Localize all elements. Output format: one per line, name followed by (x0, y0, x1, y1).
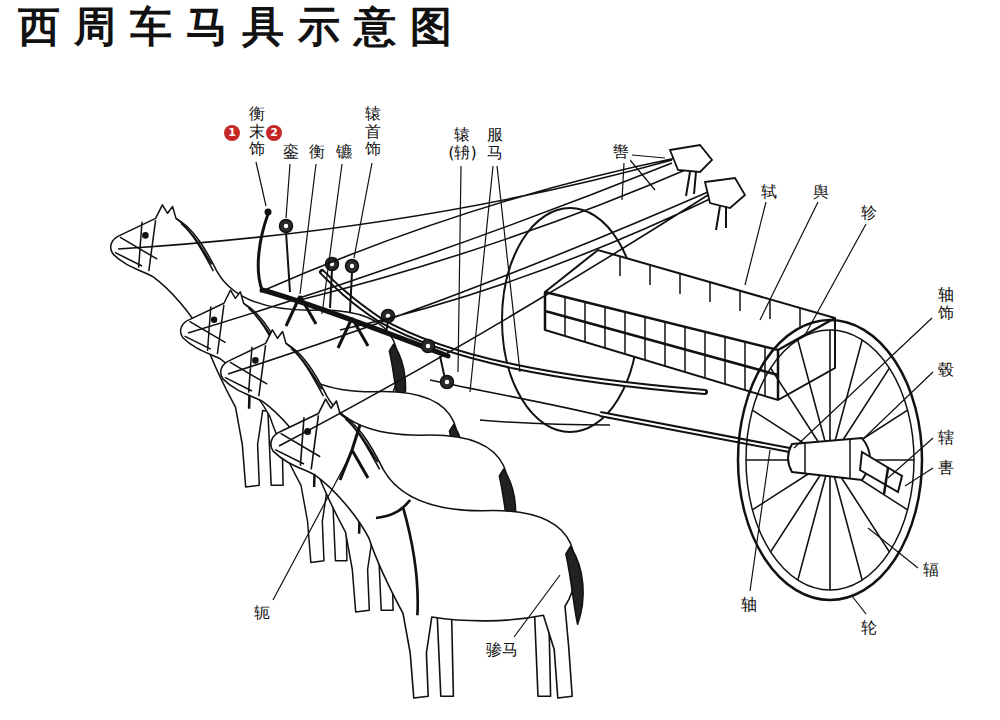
wheel-rim-inner (746, 330, 914, 590)
hub-bands (805, 439, 850, 479)
driver-hand (670, 145, 712, 172)
bell-stems (286, 232, 447, 388)
box-posts (565, 256, 800, 396)
part-label: 辔 (612, 142, 630, 162)
part-label: 辕首饰 (364, 104, 382, 159)
leader-lines (256, 155, 933, 637)
part-label: 镳 (335, 142, 353, 162)
axle-cap (860, 452, 902, 492)
part-label: 轴 (740, 595, 758, 615)
driver-hand (705, 178, 745, 208)
part-label: 轸 (860, 203, 878, 223)
part-label: 衡 (308, 142, 326, 162)
axle (600, 414, 800, 452)
bell (280, 220, 293, 233)
traces (430, 380, 610, 425)
part-label: 毂 (937, 360, 955, 380)
callout-number: 1 (224, 125, 240, 141)
callout-number: 2 (266, 125, 282, 141)
part-label: 轼 (760, 182, 778, 202)
reins (118, 158, 712, 446)
part-label: 服马 (486, 125, 504, 162)
part-label: 骖马 (485, 640, 519, 660)
bell (346, 260, 359, 273)
box-rails (545, 292, 835, 400)
part-label: 銮 (282, 142, 300, 162)
bell-center (350, 264, 354, 268)
rein-tassels (686, 172, 726, 230)
part-label: 辕 (辀) (443, 125, 482, 162)
yoke-end-ornament (258, 214, 268, 290)
wheel-hub (788, 438, 870, 480)
wheel-spokes (746, 330, 914, 590)
linchpin (884, 468, 888, 494)
axle-inner (600, 414, 800, 452)
part-label: 軎 (937, 458, 955, 478)
yoke-saddles (286, 296, 368, 480)
diagram-title: 西周车马具示意图 (18, 2, 466, 52)
bell-center (445, 380, 449, 384)
part-label: 衡末饰 (248, 104, 266, 159)
part-label: 轴饰 (937, 285, 955, 322)
horse-figure (271, 399, 583, 698)
part-label: 辐 (922, 560, 940, 580)
part-label: 轮 (860, 618, 878, 638)
wheel-rim (738, 320, 922, 600)
yoke-end-knob (265, 209, 272, 216)
bell (441, 376, 454, 389)
part-label: 舆 (812, 182, 830, 202)
part-label: 轭 (253, 603, 271, 623)
part-label: 辖 (937, 428, 955, 448)
bell (422, 340, 435, 353)
bell-center (426, 344, 430, 348)
bell-center (284, 224, 288, 228)
